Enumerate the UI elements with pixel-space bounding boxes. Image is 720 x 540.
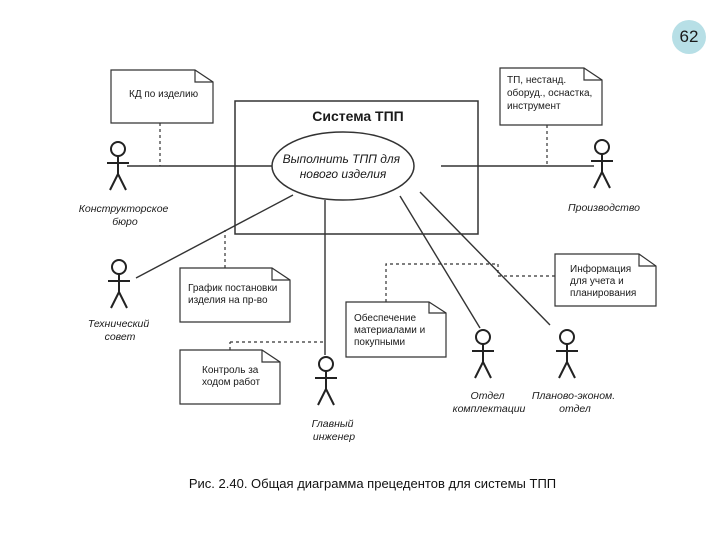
actor-tech-council-label: Технический совет [88,318,152,343]
assoc-assembly [399,195,481,329]
svg-text:Информация для учета и: Информация для учета и планирования [570,263,636,299]
actor-planning-label: Планово-эконом. отдел [532,390,618,415]
note-kd: КД по изделию [110,69,214,124]
actor-assembly-icon [472,329,494,379]
svg-text:Контроль за ходом работ: Контроль за ходом работ [202,365,261,388]
svg-text:График постановки издели: График постановки изделия на пр-во [188,282,280,306]
figure-caption: Рис. 2.40. Общая диаграмма прецедентов д… [188,476,557,491]
note-info: Информация для учета и планирования [554,253,657,307]
actor-kb-icon [107,141,129,191]
note-tp: ТП, нестанд. оборуд., оснастка, инструме… [499,67,603,126]
page-number-badge: 62 [672,20,706,54]
system-boundary [234,100,479,235]
note-control: Контроль за ходом работ [179,349,281,405]
actor-tech-council-icon [108,259,130,309]
use-case-label: Выполнить ТПП для нового изделия [283,152,404,181]
actor-chief-engineer-icon [315,356,337,406]
svg-text:КД по изделию: КД по изделию [129,89,199,100]
use-case-ellipse [271,131,415,201]
note-anchors [159,123,555,350]
actor-production-label: Производство [568,202,640,214]
note-supply: Обеспечение материалами и покупными [345,301,447,358]
actor-production-icon [591,139,613,189]
actor-chief-engineer-label: Главный инженер [312,418,357,443]
svg-text:Обеспечение материалами: Обеспечение материалами и покупными [354,312,428,348]
actor-assembly-label: Отдел комплектации [453,390,526,415]
associations [127,165,594,355]
note-schedule: График постановки изделия на пр-во [179,267,291,323]
assoc-tech-council [135,194,294,279]
system-title: Система ТПП [312,108,404,124]
assoc-planning [419,191,551,326]
actor-planning-icon [556,329,578,379]
svg-text:ТП, нестанд. оборуд., ос: ТП, нестанд. оборуд., оснастка, инструме… [507,75,595,112]
actor-kb-label: Конструкторское бюро [79,203,172,228]
